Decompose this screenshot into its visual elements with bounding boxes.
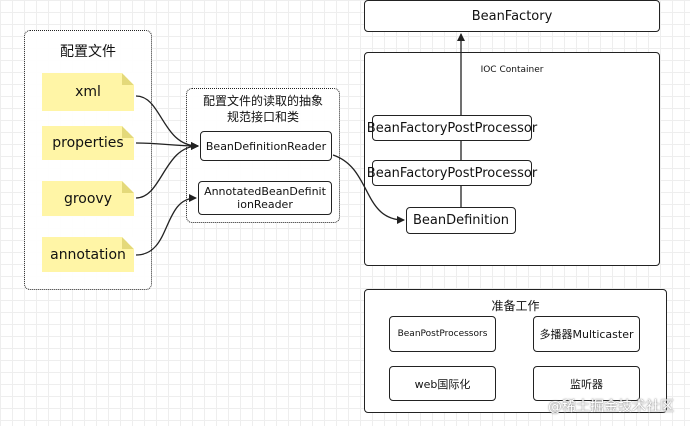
note-fold-icon (122, 73, 134, 85)
preparation-title: 准备工作 (491, 299, 540, 313)
annotated-bean-definition-reader-label: AnnotatedBeanDefinitionReader (204, 185, 326, 211)
bean-definition: BeanDefinition (406, 207, 516, 234)
note-groovy-label: groovy (63, 190, 113, 207)
multicaster: 多播器Multicaster (533, 316, 640, 352)
multicaster-label: 多播器Multicaster (539, 328, 634, 341)
web-i18n: web国际化 (389, 366, 496, 401)
listener-label: 监听器 (570, 377, 603, 391)
note-properties: properties (42, 126, 134, 160)
note-annotation-label: annotation (50, 246, 126, 263)
bean-factory-label: BeanFactory (471, 8, 553, 24)
watermark: @稀土掘金技术社区 (548, 399, 674, 415)
bean-post-processors-label: BeanPostProcessors (397, 329, 488, 339)
bean-definition-reader-label: BeanDefinitionReader (205, 139, 327, 153)
ioc-container-title: IOC Container (480, 65, 544, 75)
bean-factory-post-processor-2-label: BeanFactoryPostProcessor (366, 165, 538, 181)
bean-definition-label: BeanDefinition (412, 213, 510, 228)
bean-factory: BeanFactory (364, 0, 660, 32)
note-fold-icon (122, 181, 134, 193)
readers-title: 配置文件的读取的抽象规范接口和类 (202, 94, 323, 124)
note-groovy: groovy (42, 181, 134, 216)
config-files-title: 配置文件 (60, 44, 116, 60)
annotated-bean-definition-reader: AnnotatedBeanDefinitionReader (198, 181, 332, 215)
note-annotation: annotation (42, 237, 134, 272)
note-properties-label: properties (52, 135, 124, 151)
bean-definition-reader: BeanDefinitionReader (200, 131, 332, 161)
note-xml-label: xml (75, 84, 101, 100)
web-i18n-label: web国际化 (414, 377, 471, 391)
bean-factory-post-processor-1: BeanFactoryPostProcessor (367, 115, 537, 141)
note-fold-icon (122, 126, 134, 138)
note-fold-icon (122, 237, 134, 249)
bean-factory-post-processor-2: BeanFactoryPostProcessor (367, 160, 537, 186)
bean-factory-post-processor-1-label: BeanFactoryPostProcessor (366, 120, 538, 136)
listener: 监听器 (533, 366, 640, 401)
note-xml: xml (42, 73, 134, 111)
bean-post-processors: BeanPostProcessors (389, 316, 496, 352)
